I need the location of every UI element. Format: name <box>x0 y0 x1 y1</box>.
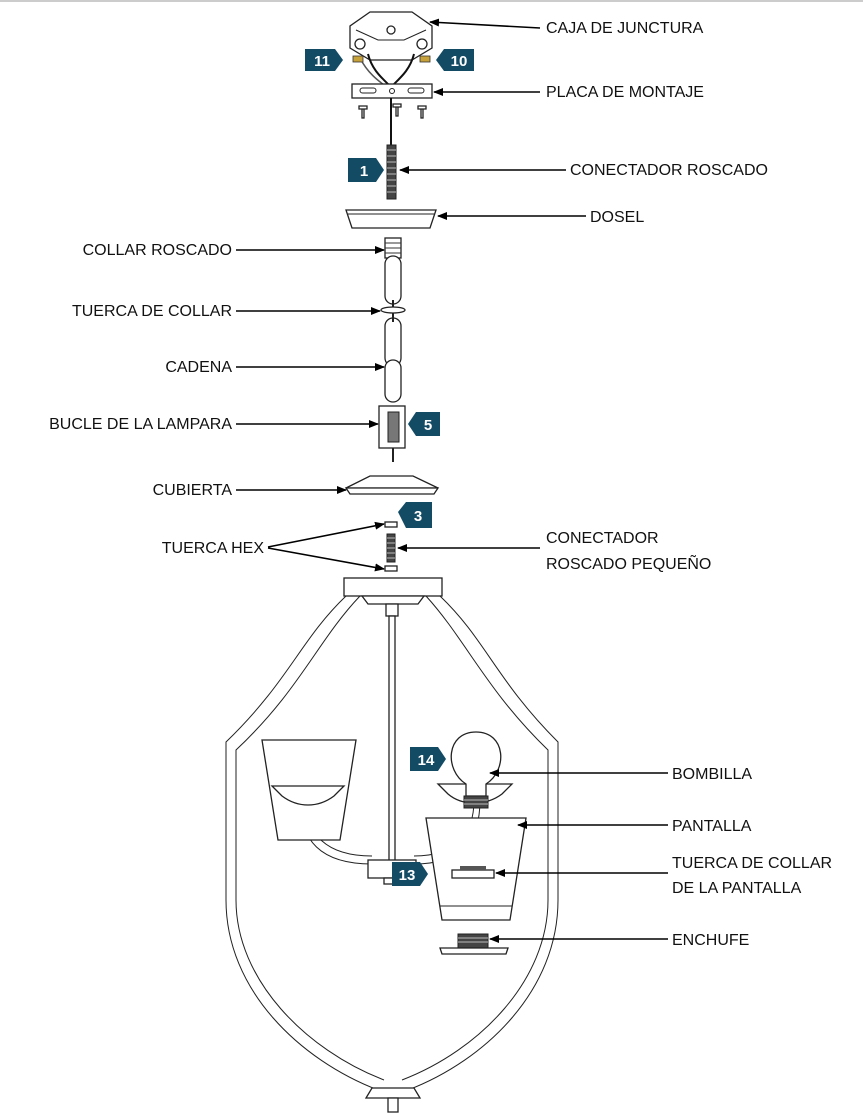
label-shade-nut-line2: DE LA PANTALLA <box>672 880 802 897</box>
svg-text:1: 1 <box>360 163 368 180</box>
wire-nut-right <box>419 55 431 63</box>
badge-11: 11 <box>305 49 343 71</box>
label-small-connector-line1: CONECTADOR <box>546 530 659 547</box>
leader-lines <box>236 18 668 943</box>
label-shade: PANTALLA <box>672 818 752 835</box>
hex-nut-upper <box>384 521 398 528</box>
badge-13: 13 <box>392 862 428 886</box>
label-socket: ENCHUFE <box>672 932 749 949</box>
badge-1: 1 <box>348 158 384 182</box>
small-threaded-connector <box>386 533 396 563</box>
cover <box>344 475 440 495</box>
label-lamp-loop: BUCLE DE LA LAMPARA <box>49 416 232 433</box>
label-junction-box: CAJA DE JUNCTURA <box>546 20 704 37</box>
svg-text:11: 11 <box>314 53 330 70</box>
label-canopy: DOSEL <box>590 209 644 226</box>
socket <box>439 933 509 955</box>
label-cover: CUBIERTA <box>153 482 233 499</box>
label-small-connector-line2: ROSCADO PEQUEÑO <box>546 553 711 573</box>
svg-text:13: 13 <box>399 867 416 884</box>
label-threaded-collar: COLLAR ROSCADO <box>83 242 232 259</box>
label-bulb: BOMBILLA <box>672 766 752 783</box>
lamp-loop <box>378 405 406 462</box>
badge-5: 5 <box>408 412 440 436</box>
mounting-plate <box>351 83 433 99</box>
left-cup <box>270 785 346 806</box>
badge-14: 14 <box>410 747 446 771</box>
hex-nut-lower <box>384 565 398 572</box>
label-threaded-connector: CONECTADOR ROSCADO <box>570 162 768 179</box>
badge-3: 3 <box>398 502 432 528</box>
fixture-frame <box>225 577 559 1113</box>
label-chain: CADENA <box>165 359 232 376</box>
bulb <box>450 731 502 809</box>
label-shade-nut-line1: TUERCA DE COLLAR <box>672 855 832 872</box>
svg-text:10: 10 <box>451 53 468 70</box>
collar-nut <box>380 306 406 314</box>
wire-nut-left <box>352 55 364 63</box>
label-mounting-plate: PLACA DE MONTAJE <box>546 84 704 101</box>
threaded-collar <box>384 237 402 259</box>
center-rod <box>385 603 399 865</box>
labels: CAJA DE JUNCTURA PLACA DE MONTAJE CONECT… <box>49 20 832 949</box>
step-badges: 11 10 1 5 3 14 13 <box>305 49 474 886</box>
mounting-screws <box>358 103 427 119</box>
svg-text:5: 5 <box>424 417 432 434</box>
chain <box>384 255 402 403</box>
label-hex-nut: TUERCA HEX <box>162 540 265 557</box>
canopy <box>345 209 437 229</box>
svg-text:3: 3 <box>414 508 422 525</box>
junction-box <box>349 11 433 61</box>
svg-text:14: 14 <box>418 752 435 769</box>
threaded-connector <box>386 144 397 200</box>
badge-10: 10 <box>436 49 474 71</box>
shade-collar-nut <box>451 866 495 879</box>
label-collar-nut: TUERCA DE COLLAR <box>72 303 232 320</box>
